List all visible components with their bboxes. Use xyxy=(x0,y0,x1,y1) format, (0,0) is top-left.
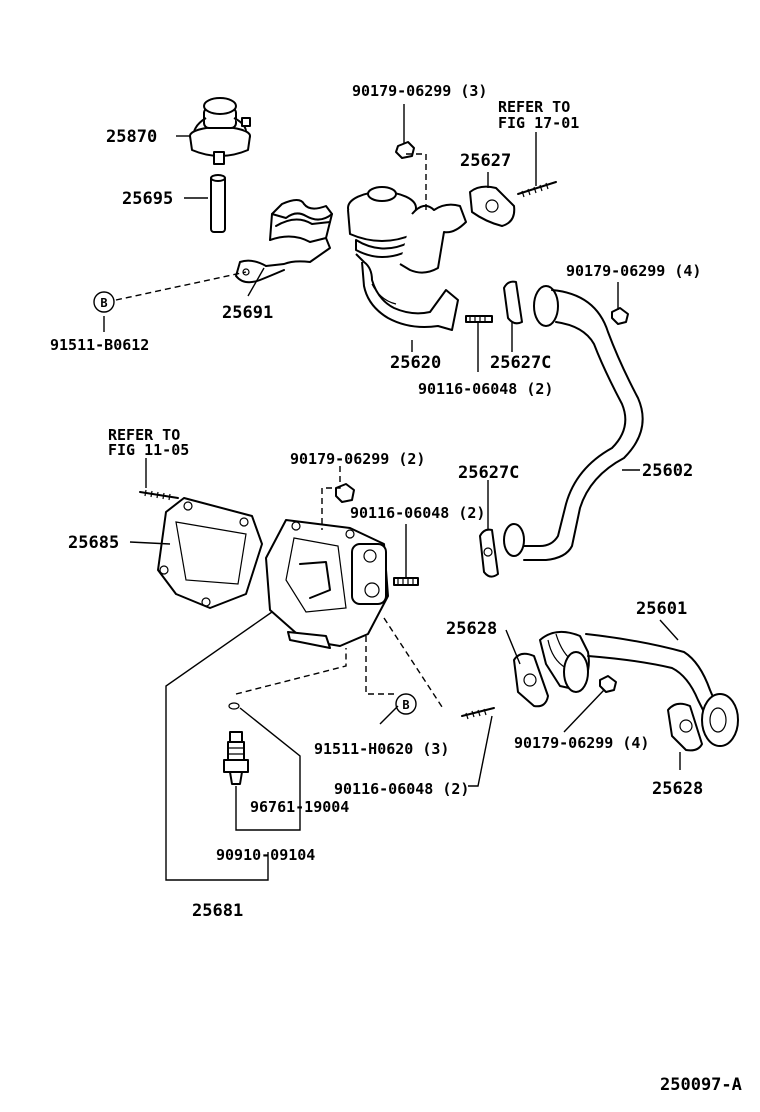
gasket-25628-left xyxy=(513,652,549,708)
label-90179-mid: 90179-06299 (2) xyxy=(290,450,425,468)
label-90179-4a: 90179-06299 (4) xyxy=(566,262,701,280)
label-96761: 96761-19004 xyxy=(250,798,349,816)
label-90116-upper: 90116-06048 (2) xyxy=(418,380,553,398)
label-90179-4b: 90179-06299 (4) xyxy=(514,734,649,752)
stud-fig11 xyxy=(139,489,179,501)
nut-90179-lower-right xyxy=(599,675,617,693)
leader-lines xyxy=(103,104,681,881)
label-25695: 25695 xyxy=(122,189,173,209)
label-25627: 25627 xyxy=(460,151,511,171)
label-90910: 90910-09104 xyxy=(216,846,315,864)
label-25681: 25681 xyxy=(192,901,243,921)
label-90179-top: 90179-06299 (3) xyxy=(352,82,487,100)
label-25627c-upper: 25627C xyxy=(490,353,551,373)
label-fig-11-05: FIG 11-05 xyxy=(108,441,189,459)
figure-id: 250097-A xyxy=(660,1075,742,1095)
label-25870: 25870 xyxy=(106,127,157,147)
circle-mark-b-2 xyxy=(395,693,417,715)
vacuum-modulator-25870 xyxy=(189,97,251,165)
nut-90179-top xyxy=(395,141,415,159)
stud-90116-lower xyxy=(461,707,495,720)
gasket-25685 xyxy=(157,497,263,609)
gasket-25627c-upper xyxy=(503,280,523,325)
label-refer-to-2: REFER TO xyxy=(108,426,180,444)
label-25601: 25601 xyxy=(636,599,687,619)
gasket-25628-right xyxy=(667,702,703,752)
label-25685: 25685 xyxy=(68,533,119,553)
gasket-96761 xyxy=(228,702,240,710)
label-25628-right: 25628 xyxy=(652,779,703,799)
b-mark-label-1: B xyxy=(100,296,107,310)
egr-valve-25620 xyxy=(347,186,467,331)
nut-90179-mid xyxy=(335,483,355,503)
egr-pipe-25602 xyxy=(503,285,644,561)
label-91511-h0620: 91511-H0620 (3) xyxy=(314,740,449,758)
sensor-90910 xyxy=(223,731,249,785)
bracket-25691 xyxy=(235,199,333,284)
label-90116-lower: 90116-06048 (2) xyxy=(334,780,469,798)
label-refer-to-1: REFER TO xyxy=(498,98,570,116)
nut-90179-upper-right xyxy=(611,307,629,325)
b-mark-label-2: B xyxy=(402,698,409,712)
gasket-25627c-lower xyxy=(479,528,499,578)
stud-90116-mid xyxy=(393,577,419,586)
circle-mark-b-1 xyxy=(93,291,115,313)
stud-90116-upper xyxy=(465,315,493,323)
label-25691: 25691 xyxy=(222,303,273,323)
gasket-25627 xyxy=(469,185,516,227)
label-25627c-lower: 25627C xyxy=(458,463,519,483)
label-25602: 25602 xyxy=(642,461,693,481)
hose-25695 xyxy=(210,174,226,233)
throttle-body-25681 xyxy=(265,519,389,649)
label-91511-b0612: 91511-B0612 xyxy=(50,336,149,354)
label-90116-mid: 90116-06048 (2) xyxy=(350,504,485,522)
egr-pipe-25601 xyxy=(539,630,739,747)
label-25628-left: 25628 xyxy=(446,619,497,639)
label-fig-17-01: FIG 17-01 xyxy=(498,114,579,132)
stud-fig17 xyxy=(517,181,557,198)
label-25620: 25620 xyxy=(390,353,441,373)
